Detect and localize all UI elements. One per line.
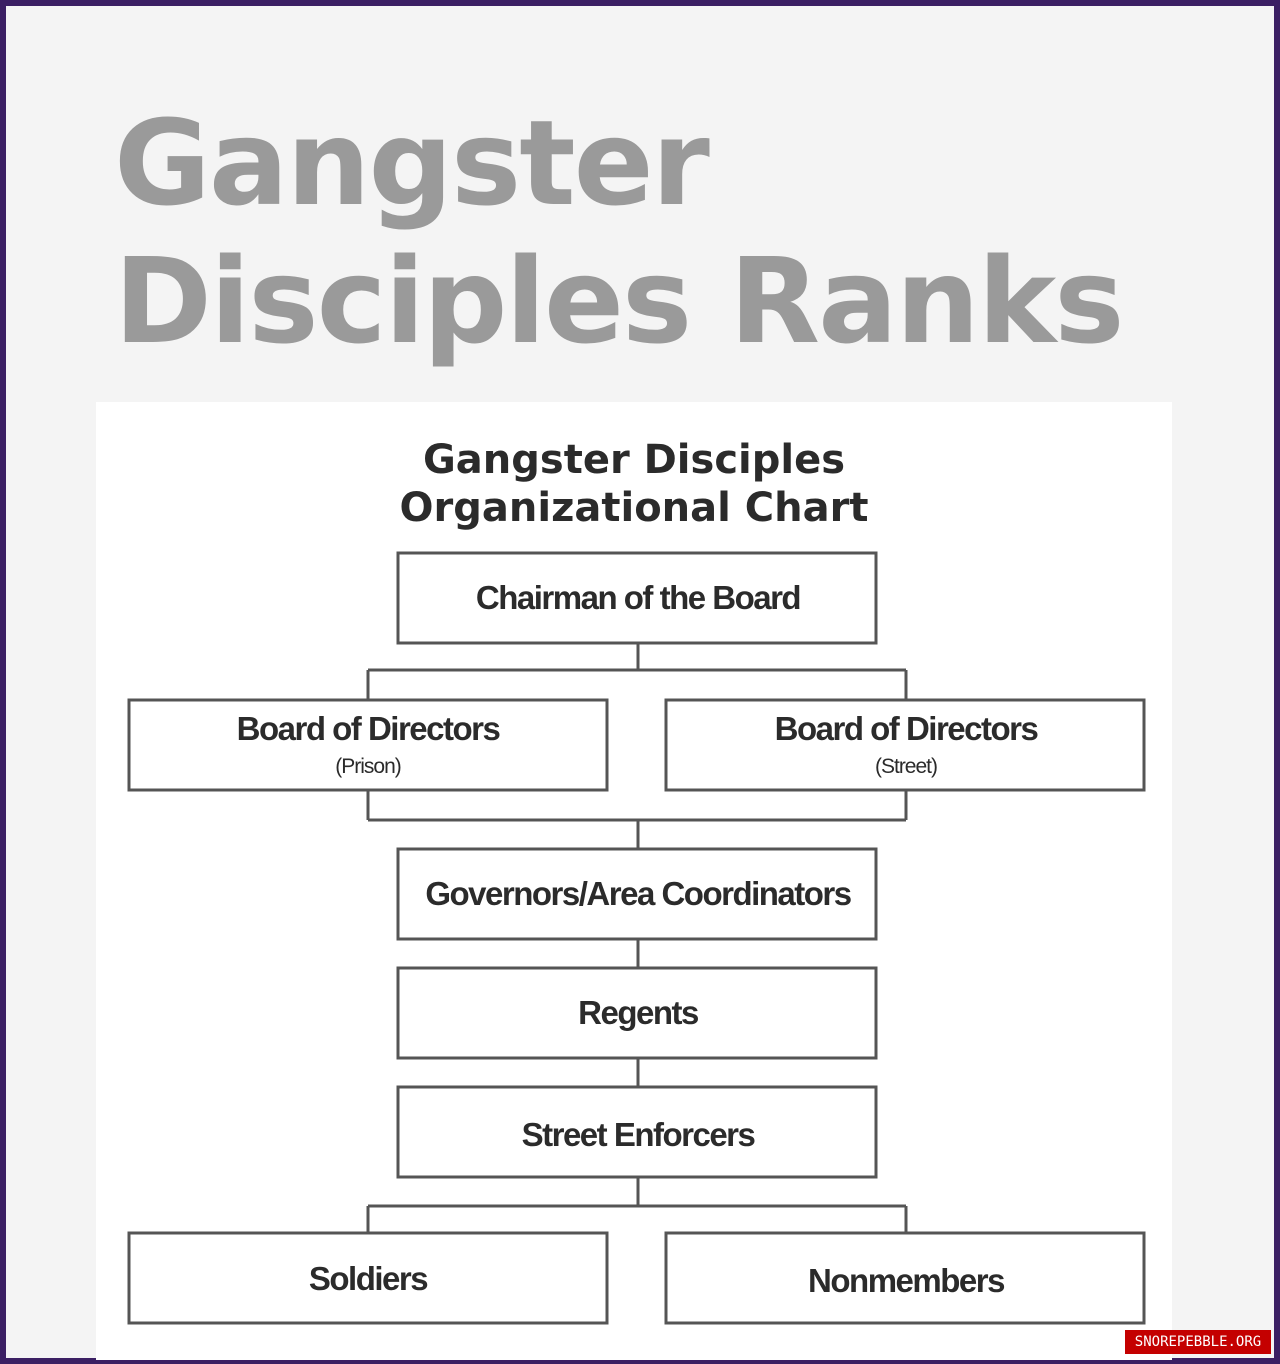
box-soldiers [127, 1231, 609, 1325]
chart-title-line-2: Organizational Chart [399, 485, 869, 531]
box-board-street [664, 698, 1146, 792]
label-street-enforcers: Street Enforcers [522, 1116, 755, 1153]
label-soldiers: Soldiers [309, 1260, 427, 1297]
box-chairman [396, 551, 878, 645]
headline-line-1: Gangster [114, 94, 710, 232]
org-chart-panel: Gangster Disciples Organizational Chart [96, 402, 1172, 1360]
label-governors: Governors/Area Coordinators [425, 875, 850, 912]
headline-line-2: Disciples Ranks [114, 232, 1124, 370]
label-board-prison-sub: (Prison) [335, 755, 401, 778]
label-chairman: Chairman of the Board [476, 579, 800, 616]
label-nonmembers: Nonmembers [808, 1262, 1004, 1299]
org-chart-diagram: Chairman of the Board Board of Directors… [127, 551, 1146, 1325]
box-board-prison [127, 698, 609, 792]
page-headline: Gangster Disciples Ranks [114, 94, 1124, 370]
box-nonmembers [664, 1231, 1146, 1325]
label-board-prison: Board of Directors [237, 710, 500, 747]
box-regents [396, 966, 878, 1060]
box-governors [396, 847, 878, 941]
label-board-street-sub: (Street) [875, 755, 937, 778]
label-regents: Regents [578, 994, 698, 1031]
watermark-badge: SNOREPEBBLE.ORG [1125, 1330, 1271, 1354]
chart-title-line-1: Gangster Disciples [422, 437, 846, 483]
label-board-street: Board of Directors [775, 710, 1038, 747]
box-street-enforcers [396, 1085, 878, 1179]
